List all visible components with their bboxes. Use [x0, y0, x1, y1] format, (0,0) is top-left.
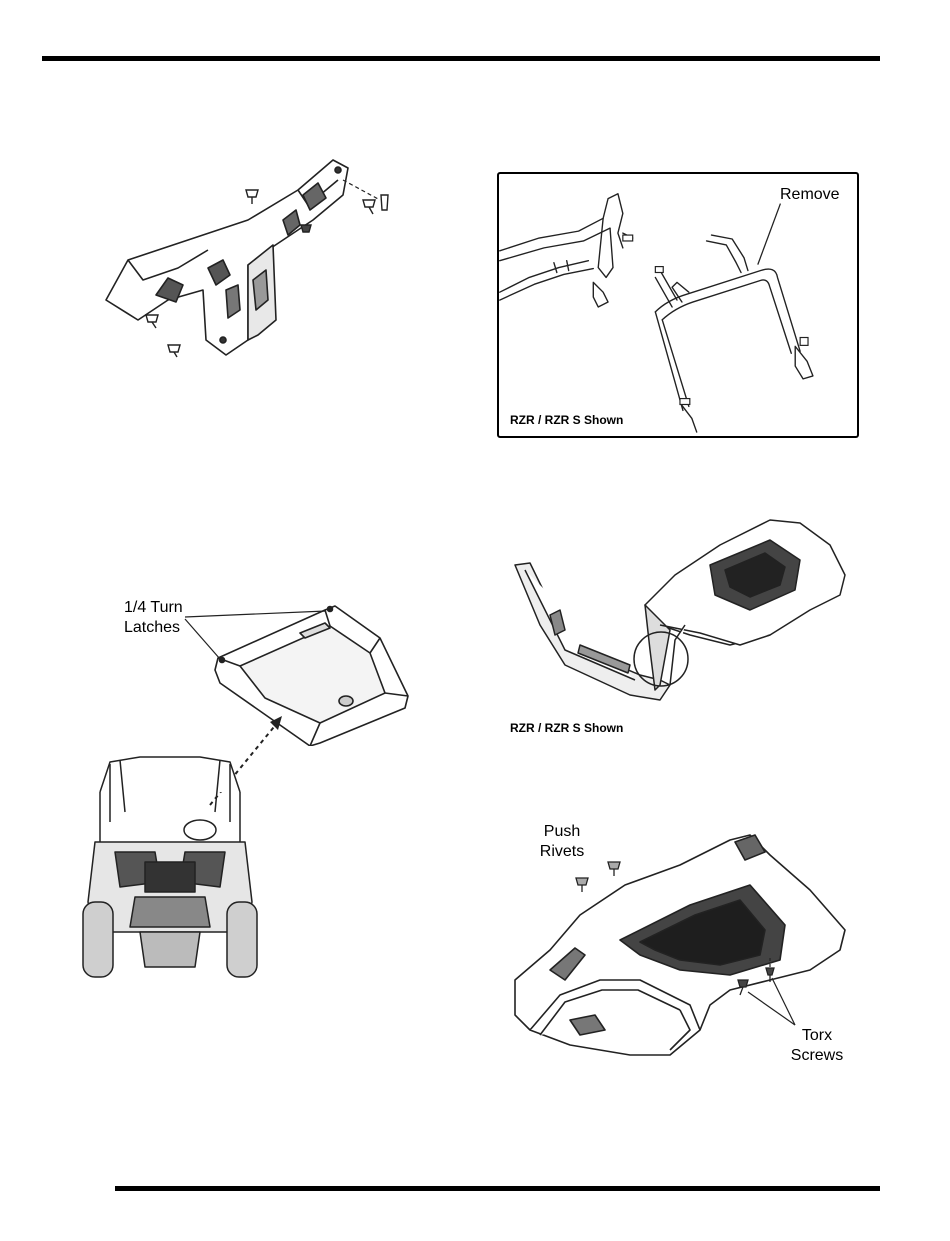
footer-rule: [115, 1186, 880, 1191]
body-panel-drawing: [510, 515, 855, 720]
body-panel-illustration: [510, 515, 855, 720]
push-rivets-label: Push Rivets: [532, 822, 592, 862]
header-rule: [42, 56, 880, 61]
quarter-turn-latches-label: 1/4 Turn Latches: [124, 598, 183, 638]
vehicle-front-drawing: [80, 752, 260, 980]
dash-bracket-drawing: [98, 150, 398, 365]
torx-leader-lines: [740, 970, 820, 1030]
body-panel-caption: RZR / RZR S Shown: [510, 721, 623, 735]
roll-cage-drawing: [499, 174, 857, 436]
remove-label: Remove: [780, 185, 840, 205]
latch-leader-lines: [180, 605, 340, 665]
roll-cage-figure-box: Remove RZR / RZR S Shown: [497, 172, 859, 438]
vehicle-front-illustration: [80, 752, 260, 980]
roll-cage-caption: RZR / RZR S Shown: [510, 413, 623, 427]
torx-screws-label: Torx Screws: [786, 1026, 848, 1066]
dash-bracket-illustration: [98, 150, 398, 365]
